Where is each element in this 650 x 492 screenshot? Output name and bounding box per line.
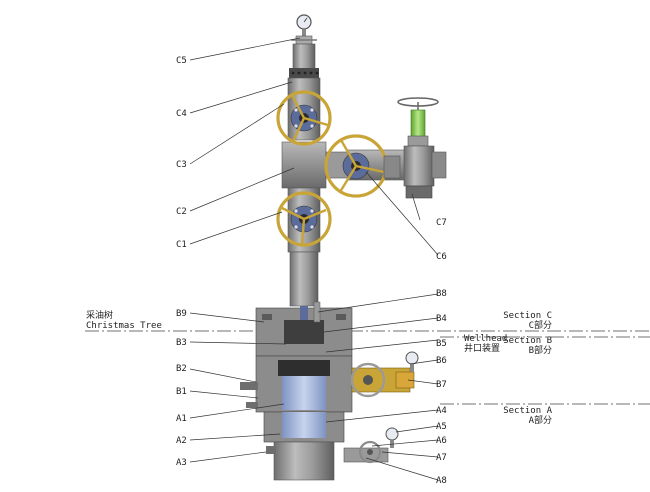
callout-c5: C5 — [176, 56, 187, 66]
callout-b5: B5 — [436, 339, 447, 349]
upper-master-valve-handwheel — [276, 90, 332, 146]
section-labels: Section C C部分 Section B B部分 Section A A部… — [503, 311, 552, 426]
section-a-cn: A部分 — [529, 414, 552, 426]
callout-b8: B8 — [436, 289, 447, 299]
tubing-adapter-spool — [289, 251, 319, 307]
callout-b1: B1 — [176, 387, 187, 397]
section-c-cn: C部分 — [529, 319, 552, 331]
callout-b3: B3 — [176, 338, 187, 348]
zone-christmas-tree-cn: 采油树 — [86, 309, 113, 321]
callout-a4: A4 — [436, 406, 447, 416]
section-b-en: Section B — [503, 336, 552, 346]
section-c-en: Section C — [503, 311, 552, 321]
section-b-cn: B部分 — [529, 344, 552, 356]
a-section-side-valve — [343, 427, 399, 464]
tubing-head-spool — [255, 301, 353, 357]
b-section-side-valve — [350, 351, 419, 398]
leader-lines — [189, 37, 439, 481]
section-a-en: Section A — [503, 406, 552, 416]
casing-head-spool — [240, 355, 353, 413]
lower-master-valve-handwheel — [276, 191, 332, 247]
callout-a7: A7 — [436, 453, 447, 463]
callout-c3: C3 — [176, 160, 187, 170]
callout-b4: B4 — [436, 314, 447, 324]
callout-c6: C6 — [436, 252, 447, 262]
zone-wellhead-cn: 井口装置 — [464, 342, 500, 354]
zone-wellhead-en: Wellhead — [464, 334, 507, 344]
callout-b2: B2 — [176, 364, 187, 374]
callout-b7: B7 — [436, 380, 447, 390]
callout-a1: A1 — [176, 414, 187, 424]
callout-b9: B9 — [176, 309, 187, 319]
callout-a5: A5 — [436, 422, 447, 432]
callout-c1: C1 — [176, 240, 187, 250]
callout-a8: A8 — [436, 476, 447, 486]
callout-labels: C5 C4 C3 C2 C1 C7 C6 B8 B9 B4 B3 B5 B6 B… — [176, 56, 447, 486]
callout-c2: C2 — [176, 207, 187, 217]
flow-tee-body — [281, 141, 349, 189]
zone-labels: 采油树 Christmas Tree Wellhead 井口装置 — [86, 309, 507, 354]
zone-christmas-tree-en: Christmas Tree — [86, 321, 162, 331]
callout-a3: A3 — [176, 458, 187, 468]
wing-valve — [324, 134, 411, 198]
callout-b6: B6 — [436, 356, 447, 366]
callout-a2: A2 — [176, 436, 187, 446]
callout-c7: C7 — [436, 218, 447, 228]
casing-head — [263, 411, 345, 481]
choke-valve — [397, 97, 447, 199]
tree-cap-pressure-gauge — [289, 14, 319, 78]
callout-c4: C4 — [176, 109, 187, 119]
callout-a6: A6 — [436, 436, 447, 446]
